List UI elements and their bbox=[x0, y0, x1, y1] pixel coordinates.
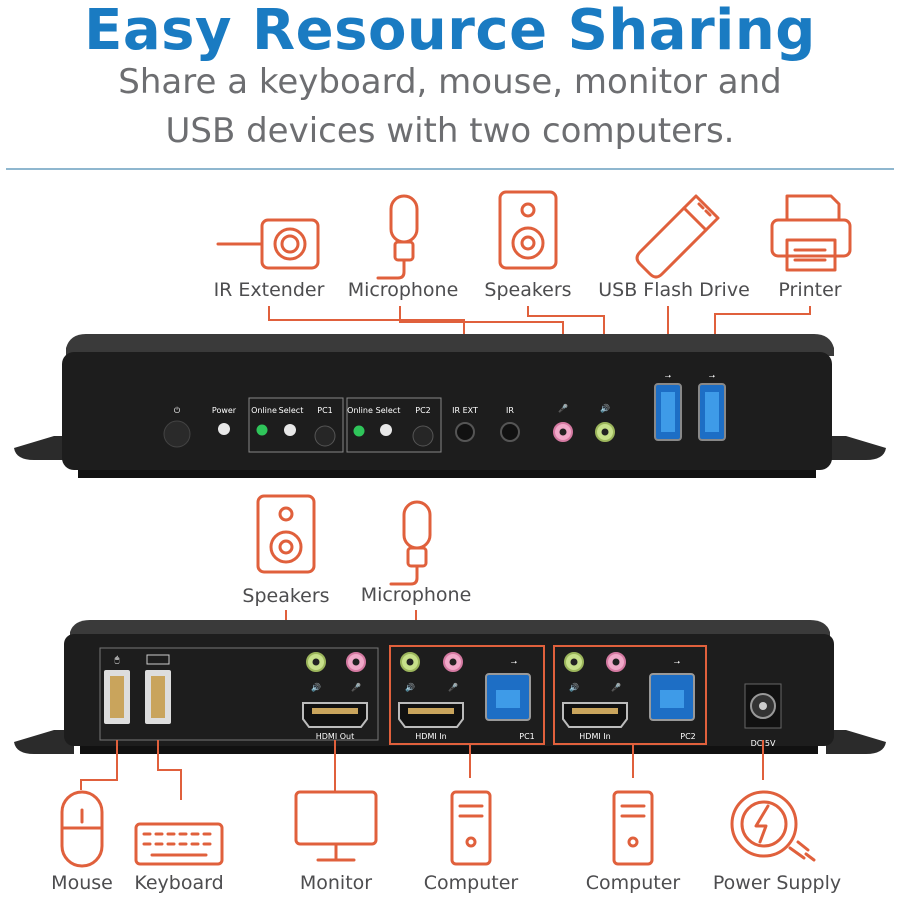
front-label-microphone: Microphone bbox=[348, 279, 459, 301]
rear-label-computer-2: Computer bbox=[586, 872, 681, 894]
svg-text:⭢: ⭢ bbox=[709, 371, 716, 380]
svg-text:HDMI In: HDMI In bbox=[579, 732, 610, 741]
monitor-icon bbox=[294, 790, 378, 862]
svg-text:IR EXT: IR EXT bbox=[452, 406, 478, 415]
svg-text:🎤: 🎤 bbox=[448, 682, 458, 692]
usb-flash-drive-icon bbox=[635, 194, 720, 279]
svg-text:IR: IR bbox=[506, 406, 514, 415]
svg-text:🔊: 🔊 bbox=[600, 403, 610, 413]
rear-label-mouse: Mouse bbox=[51, 872, 113, 894]
keyboard-icon bbox=[134, 822, 224, 866]
svg-text:🔊: 🔊 bbox=[405, 682, 415, 692]
svg-text:🎤: 🎤 bbox=[558, 403, 568, 413]
svg-text:Select: Select bbox=[279, 406, 304, 415]
svg-text:Power: Power bbox=[212, 406, 237, 415]
subtitle-line-2: USB devices with two computers. bbox=[165, 111, 735, 151]
rear-label-monitor: Monitor bbox=[300, 872, 372, 894]
rear-label-speakers: Speakers bbox=[242, 585, 329, 607]
svg-text:⭢: ⭢ bbox=[665, 371, 672, 380]
printer-icon bbox=[770, 194, 852, 272]
svg-text:⭢: ⭢ bbox=[511, 657, 518, 666]
computer-tower-icon bbox=[450, 790, 492, 866]
svg-text:PC2: PC2 bbox=[415, 406, 431, 415]
computer-tower-icon bbox=[612, 790, 654, 866]
svg-text:🎤: 🎤 bbox=[351, 682, 361, 692]
svg-text:🖱: 🖱 bbox=[115, 654, 120, 664]
ir-extender-icon bbox=[216, 218, 320, 270]
svg-text:HDMI Out: HDMI Out bbox=[316, 732, 354, 741]
svg-text:⭢: ⭢ bbox=[674, 657, 681, 666]
svg-text:PC1: PC1 bbox=[317, 406, 333, 415]
svg-text:🎤: 🎤 bbox=[611, 682, 621, 692]
headline: Easy Resource Sharing bbox=[84, 0, 816, 63]
front-label-printer: Printer bbox=[778, 279, 841, 301]
kvm-front-panel: ⏻ Power Online Select PC1 Online Select … bbox=[14, 334, 886, 478]
front-label-usb-flash-drive: USB Flash Drive bbox=[598, 279, 750, 301]
speaker-icon bbox=[256, 494, 316, 574]
subtitle-line-1: Share a keyboard, mouse, monitor and bbox=[118, 62, 782, 102]
front-label-ir-extender: IR Extender bbox=[214, 279, 325, 301]
svg-text:HDMI In: HDMI In bbox=[415, 732, 446, 741]
microphone-icon bbox=[376, 194, 419, 280]
speaker-icon bbox=[498, 190, 558, 270]
kvm-rear-panel: 🖱 🔊 🎤 HDMI Out 🔊 🎤 HDMI In ⭢ PC1 bbox=[14, 620, 886, 754]
rear-label-power-supply: Power Supply bbox=[713, 872, 841, 894]
svg-text:Select: Select bbox=[376, 406, 401, 415]
microphone-icon bbox=[389, 500, 432, 586]
rear-label-microphone: Microphone bbox=[361, 584, 472, 606]
rear-label-computer-1: Computer bbox=[424, 872, 519, 894]
front-label-speakers: Speakers bbox=[484, 279, 571, 301]
svg-text:PC2: PC2 bbox=[680, 732, 696, 741]
rear-label-keyboard: Keyboard bbox=[134, 872, 223, 894]
svg-text:⏻: ⏻ bbox=[174, 406, 181, 415]
svg-text:🔊: 🔊 bbox=[569, 682, 579, 692]
svg-text:PC1: PC1 bbox=[519, 732, 535, 741]
svg-text:Online: Online bbox=[347, 406, 373, 415]
mouse-icon bbox=[60, 790, 104, 868]
divider-rule bbox=[6, 168, 894, 170]
svg-text:Online: Online bbox=[251, 406, 277, 415]
power-supply-icon bbox=[730, 790, 816, 862]
svg-text:🔊: 🔊 bbox=[311, 682, 321, 692]
